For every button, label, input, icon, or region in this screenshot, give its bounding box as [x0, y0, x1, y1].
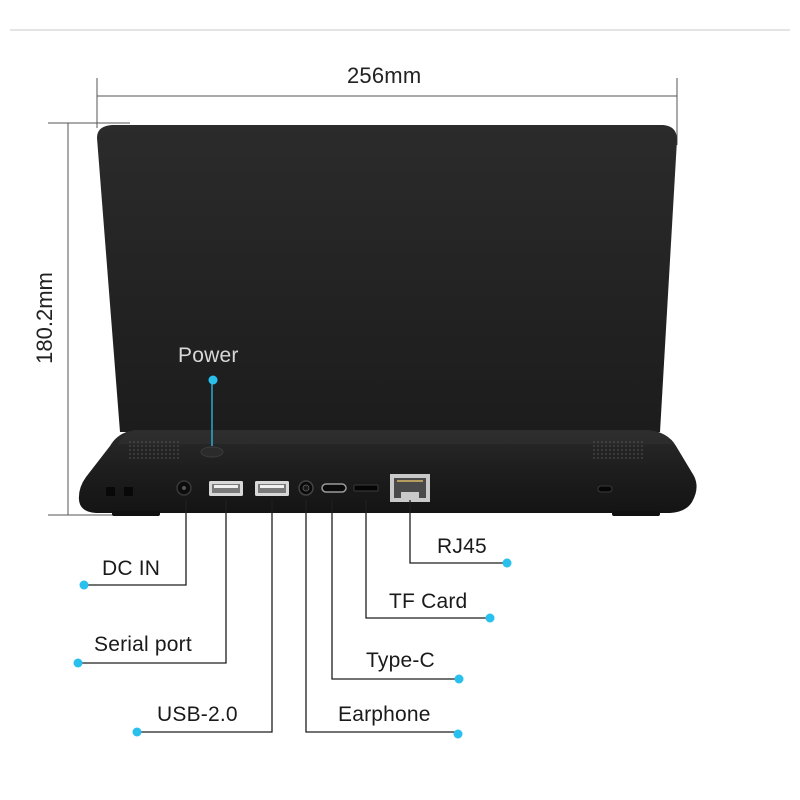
height-dimension-label: 180.2mm	[32, 272, 57, 364]
type-c-callout-dot	[454, 674, 464, 684]
earphone-label: Earphone	[338, 703, 431, 726]
tf-card-label: TF Card	[389, 590, 468, 613]
callout-dots	[73, 375, 512, 739]
right-speaker-grille	[592, 440, 644, 460]
type-c-label: Type-C	[366, 649, 435, 672]
usb-callout-dot	[132, 727, 142, 737]
serial-port-callout-dot	[73, 658, 83, 668]
width-dimension-line	[96, 78, 678, 145]
usb-label: USB-2.0	[157, 703, 238, 726]
screen-back-panel	[97, 125, 677, 432]
width-dimension-label: 256mm	[347, 63, 422, 88]
tf-card-slot	[353, 484, 379, 492]
usb-port	[255, 481, 289, 496]
rj45-port	[390, 474, 430, 502]
earphone-callout-dot	[453, 729, 463, 739]
dc-in-callout-dot	[79, 580, 89, 590]
power-callout-dot	[208, 375, 218, 385]
callout-leader-lines	[78, 380, 507, 733]
serial-port-label: Serial port	[94, 633, 192, 656]
dc-in-label: DC IN	[102, 557, 161, 580]
lock-slot	[597, 485, 613, 493]
type-c-port	[321, 483, 347, 493]
left-speaker-grille	[128, 440, 180, 460]
power-button	[200, 446, 224, 458]
power-label: Power	[178, 344, 239, 367]
rj45-callout-dot	[502, 558, 512, 568]
serial-port	[209, 481, 243, 496]
rj45-label: RJ45	[437, 535, 487, 558]
tf-card-callout-dot	[485, 613, 495, 623]
